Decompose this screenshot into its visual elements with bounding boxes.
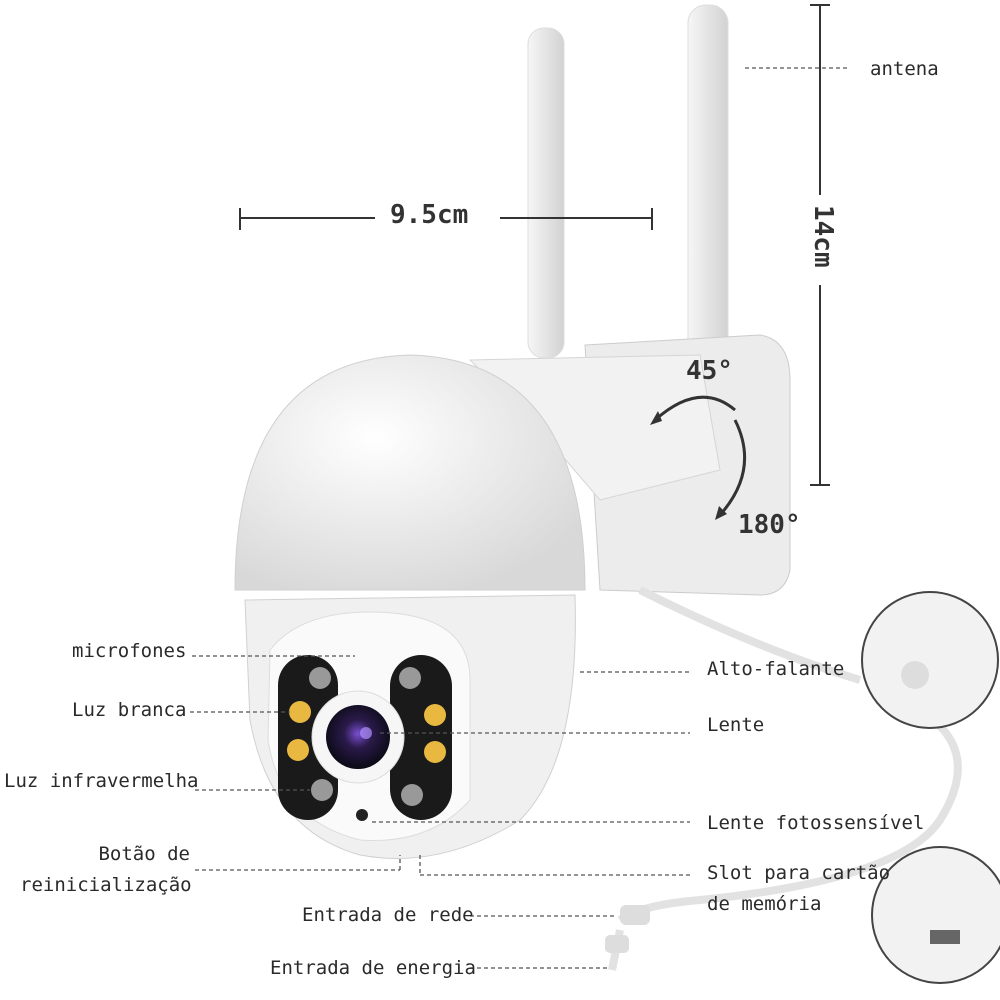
antenna-left (527, 27, 565, 359)
label-lens: Lente (707, 714, 765, 736)
pan-arrow-icon (718, 419, 747, 516)
dimension-lines (239, 4, 830, 486)
label-speaker: Alto-falante (707, 658, 845, 680)
label-reset-button-line2: reinicialização (20, 874, 192, 896)
label-reset-button-line1: Botão de (98, 843, 190, 865)
white-led (287, 739, 309, 761)
led-panel-left (278, 655, 338, 820)
label-power-input: Entrada de energia (270, 957, 476, 979)
label-network-input: Entrada de rede (302, 904, 474, 926)
label-infrared-light: Luz infravermelha (4, 770, 199, 792)
tilt-angle: 45° (686, 356, 733, 386)
ir-led (401, 784, 423, 806)
network-connector (620, 905, 650, 925)
ir-led (399, 667, 421, 689)
speaker-grille-icon (901, 661, 929, 689)
white-led (424, 704, 446, 726)
led-array (287, 667, 446, 806)
tilt-arrow-icon (654, 395, 736, 422)
usb-slot-icon (930, 930, 960, 944)
white-led (424, 741, 446, 763)
label-memory-slot-line1: Slot para cartão (707, 862, 891, 884)
speaker-inset (861, 591, 999, 729)
power-connector (605, 935, 629, 953)
photosensor-icon (356, 809, 368, 821)
label-microphones: microfones (72, 640, 187, 662)
led-panel-right (390, 655, 452, 820)
camera-dome (234, 354, 586, 591)
white-led (289, 701, 311, 723)
label-photosensitive-lens: Lente fotossensível (707, 812, 925, 834)
lens-icon (326, 705, 390, 769)
memory-slot-inset (871, 846, 1000, 984)
label-white-light: Luz branca (72, 699, 187, 721)
width-dimension: 9.5cm (390, 200, 469, 230)
leader-lines (190, 67, 850, 969)
label-memory-slot-line2: de memória (707, 893, 822, 915)
pan-angle: 180° (738, 510, 801, 540)
label-antenna: antena (870, 58, 939, 80)
height-dimension: 14cm (808, 205, 838, 268)
ir-led (311, 779, 333, 801)
ir-led (309, 667, 331, 689)
